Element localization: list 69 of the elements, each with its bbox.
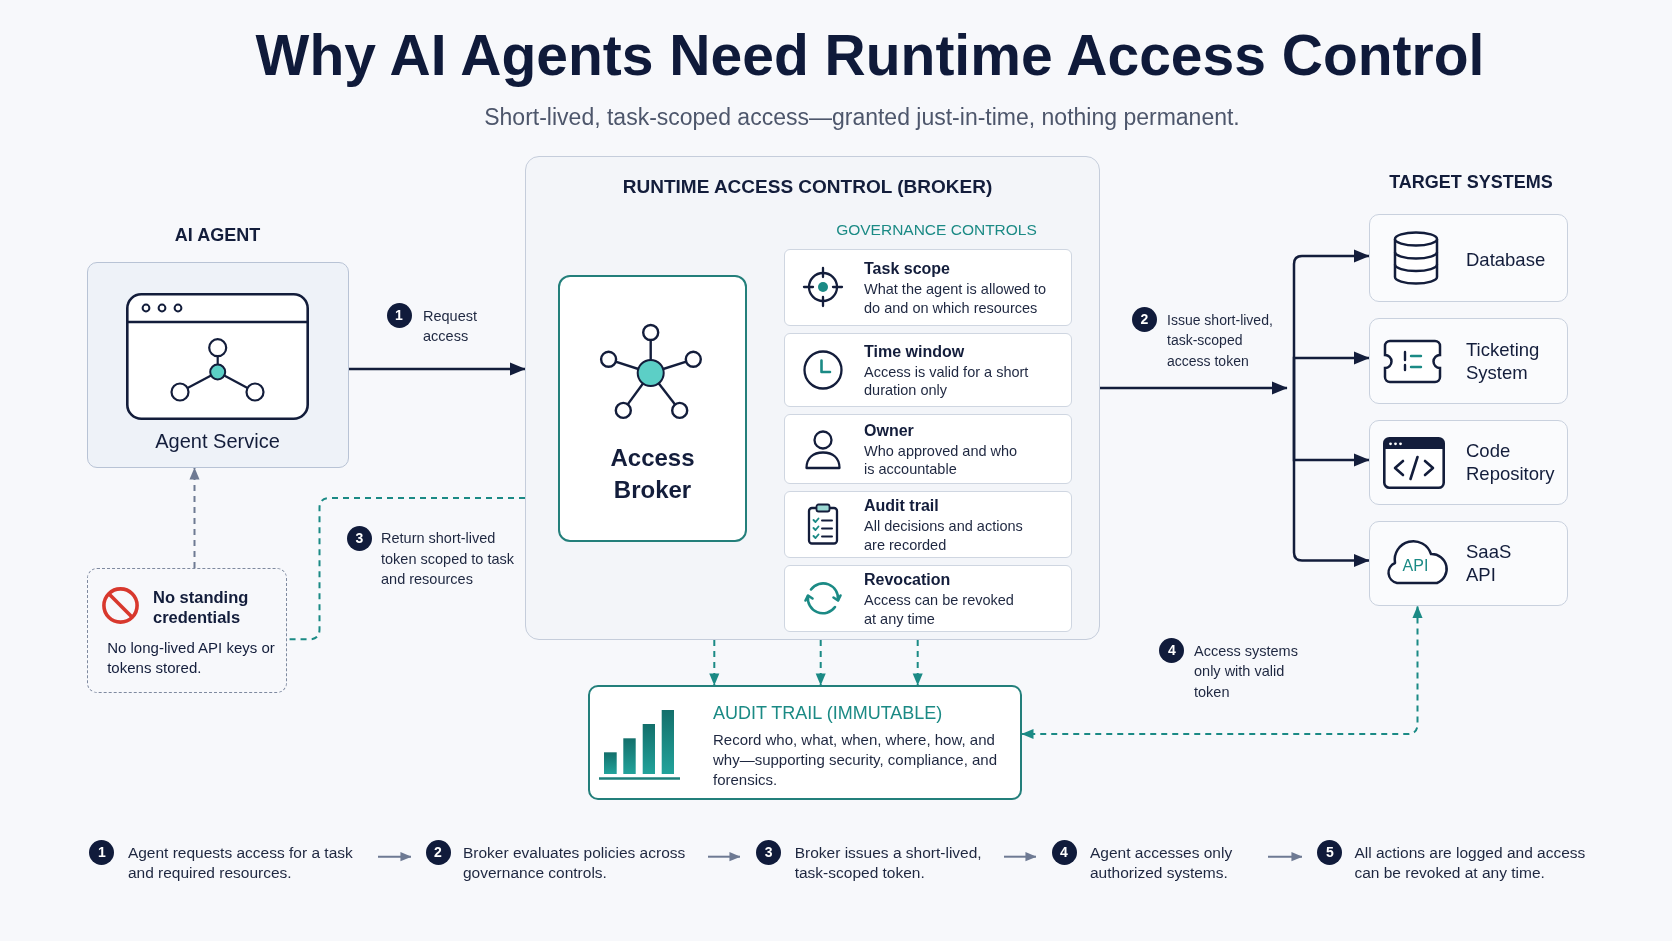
control-card	[784, 333, 1072, 407]
edge-label: Request access	[423, 306, 478, 346]
node-title: Code Repository	[1466, 439, 1556, 486]
step-number-badge: 2	[1132, 307, 1157, 333]
arrow	[1292, 351, 1370, 388]
system-card	[1369, 521, 1568, 607]
dashed-arrow	[815, 639, 826, 686]
node-title: Database	[1466, 247, 1546, 270]
api-label: API	[1402, 557, 1429, 576]
edge-label: Return short-lived token scoped to task and resources	[381, 529, 515, 589]
title: Why AI Agents Need Runtime Access Control	[255, 22, 1485, 89]
dashed-arrow	[709, 639, 720, 686]
node-title: Agent Service	[155, 429, 280, 454]
node-description: What the agent is allowed to do and on which resources	[864, 280, 1048, 317]
control-card	[784, 491, 1072, 558]
node-description: Record who, what, when, where, how, and why—supporting security, compliance, and forensics.	[713, 730, 999, 790]
arrow	[1292, 388, 1370, 568]
node-title: Access Broker	[609, 443, 696, 506]
step-number-badge: 5	[1317, 840, 1343, 865]
node-title: Ticketing System	[1466, 338, 1541, 384]
step-description: All actions are logged and access can be revoked at any time.	[1354, 842, 1587, 883]
arrow	[377, 852, 412, 862]
step-number-badge: 2	[425, 840, 451, 865]
node-title: Time window	[864, 341, 965, 362]
system-card	[1369, 214, 1568, 302]
audit-trail-card	[588, 685, 1022, 800]
arrow	[1003, 852, 1037, 862]
system-card	[1369, 420, 1568, 505]
section-heading: RUNTIME ACCESS CONTROL (BROKER)	[622, 176, 993, 198]
step-description: Agent accesses only authorized systems.	[1090, 842, 1234, 883]
section-heading: TARGET SYSTEMS	[1389, 170, 1553, 193]
node-title: Owner	[864, 420, 914, 441]
step-number-badge: 3	[756, 840, 782, 865]
arrow	[1267, 852, 1303, 862]
subtitle: Short-lived, task-scoped access—granted just-in-time, nothing permanent.	[484, 103, 1240, 131]
node-title: Revocation	[864, 570, 951, 590]
arrow	[707, 852, 741, 862]
step-number-badge: 1	[386, 303, 412, 329]
dashed-arrow	[1021, 605, 1423, 740]
node-description: Access is valid for a short duration only	[864, 362, 1030, 400]
step-number-badge: 3	[346, 525, 372, 551]
edge-label: Access systems only with valid token	[1194, 641, 1299, 702]
node-title: SaaS API	[1466, 539, 1513, 586]
system-card	[1369, 318, 1568, 404]
node-description: Access can be revoked at any time	[864, 591, 1015, 628]
control-card	[784, 414, 1072, 484]
note-card	[87, 568, 287, 693]
node-title: Task scope	[864, 259, 950, 279]
node-title: AUDIT TRAIL (IMMUTABLE)	[713, 702, 943, 725]
section-heading: AI AGENT	[174, 223, 261, 246]
step-description: Broker issues a short-lived, task-scoped token.	[794, 842, 983, 883]
node-title: No standing credentials	[153, 587, 250, 628]
control-card	[784, 249, 1072, 326]
step-number-badge: 1	[89, 840, 115, 865]
node-description: No long-lived API keys or tokens stored.	[107, 638, 276, 679]
step-description: Agent requests access for a task and required resources.	[127, 842, 354, 883]
node-description: Who approved and who is accountable	[864, 441, 1019, 479]
control-card	[784, 565, 1072, 632]
broker-card	[558, 274, 747, 542]
arrow	[349, 362, 526, 376]
step-number-badge: 4	[1051, 840, 1077, 865]
node-description: All decisions and actions are recorded	[864, 517, 1024, 554]
dashed-arrow	[912, 639, 923, 686]
dashed-arrow	[189, 467, 200, 569]
broker-panel	[525, 156, 1100, 640]
step-number-badge: 4	[1159, 638, 1185, 663]
node-title: Audit trail	[864, 496, 939, 516]
section-heading: GOVERNANCE CONTROLS	[836, 219, 1037, 240]
step-description: Broker evaluates policies across governance controls.	[463, 842, 687, 883]
